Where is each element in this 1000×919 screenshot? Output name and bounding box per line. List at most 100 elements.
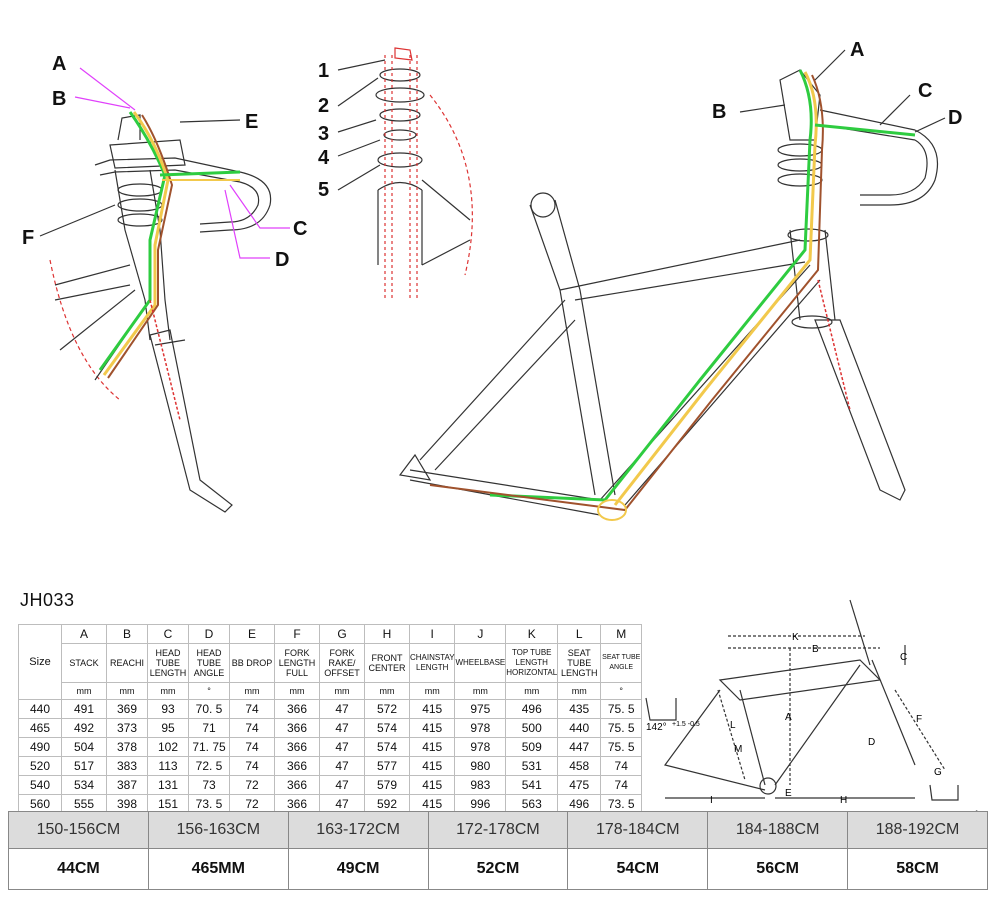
size-cell: 540 — [18, 775, 62, 795]
table-cell: 555 — [61, 794, 107, 814]
geometry-table: Size A B C D E F G H I J K L M STACK REA… — [18, 624, 643, 833]
left-callout-f: F — [22, 227, 34, 249]
header-chainstay: CHAINSTAY LENGTH — [408, 643, 456, 683]
table-cell: 47 — [319, 699, 365, 719]
unit: mm — [61, 682, 107, 700]
table-cell: 95 — [147, 718, 189, 738]
unit: ° — [600, 682, 643, 700]
geo-label-l: L — [730, 720, 736, 731]
unit: mm — [505, 682, 559, 700]
table-cell: 415 — [408, 718, 456, 738]
header-seat-tube-angle: SEAT TUBE ANGLE — [600, 643, 643, 683]
table-cell: 74 — [600, 775, 643, 795]
table-cell: 47 — [319, 756, 365, 776]
frame-size: 54CM — [567, 848, 709, 890]
header-front-center: FRONT CENTER — [364, 643, 410, 683]
height-range: 188-192CM — [847, 811, 988, 849]
left-cockpit-diagram — [39, 67, 290, 513]
header-fork-rake: FORK RAKE/ OFFSET — [319, 643, 365, 683]
size-header: Size — [18, 624, 62, 700]
table-cell: 415 — [408, 756, 456, 776]
table-cell: 73. 5 — [600, 794, 643, 814]
size-cell: 520 — [18, 756, 62, 776]
frame-size-row: 44CM 465MM 49CM 52CM 54CM 56CM 58CM — [8, 848, 988, 890]
table-cell: 373 — [106, 718, 148, 738]
table-cell: 366 — [274, 737, 320, 757]
table-cell: 47 — [319, 775, 365, 795]
header-wheelbase: WHEELBASE — [454, 643, 507, 683]
table-cell: 500 — [505, 718, 559, 738]
left-callout-c: C — [293, 218, 307, 240]
geo-angle-tolerance: +1.5 -0.5 — [672, 721, 700, 728]
letter-a: A — [61, 624, 107, 644]
table-cell: 531 — [505, 756, 559, 776]
table-cell: 383 — [106, 756, 148, 776]
size-cell: 560 — [18, 794, 62, 814]
table-cell: 74 — [600, 756, 643, 776]
letter-e: E — [229, 624, 275, 644]
table-cell: 72. 5 — [188, 756, 230, 776]
unit: mm — [408, 682, 456, 700]
geo-angle-label: 142° — [646, 722, 667, 733]
table-cell: 517 — [61, 756, 107, 776]
size-cell: 440 — [18, 699, 62, 719]
table-cell: 572 — [364, 699, 410, 719]
letter-m: M — [600, 624, 643, 644]
geo-label-k: K — [792, 632, 799, 643]
table-cell: 75. 5 — [600, 699, 643, 719]
table-cell: 366 — [274, 756, 320, 776]
table-cell: 93 — [147, 699, 189, 719]
header-bb-drop: BB DROP — [229, 643, 275, 683]
headset-callout-4: 4 — [318, 147, 330, 169]
table-cell: 387 — [106, 775, 148, 795]
left-callout-a: A — [52, 53, 66, 75]
height-row: 150-156CM 156-163CM 163-172CM 172-178CM … — [8, 811, 988, 849]
table-cell: 509 — [505, 737, 559, 757]
table-cell: 415 — [408, 775, 456, 795]
geo-label-a: A — [785, 712, 792, 723]
table-cell: 978 — [454, 737, 507, 757]
table-cell: 113 — [147, 756, 189, 776]
geo-label-f: F — [916, 714, 922, 725]
table-cell: 72 — [229, 794, 275, 814]
letter-l: L — [557, 624, 602, 644]
table-cell: 47 — [319, 737, 365, 757]
right-callout-d: D — [948, 107, 962, 129]
letter-k: K — [505, 624, 559, 644]
letter-f: F — [274, 624, 320, 644]
table-cell: 458 — [557, 756, 602, 776]
letter-g: G — [319, 624, 365, 644]
size-cell: 465 — [18, 718, 62, 738]
header-stack: STACK — [61, 643, 107, 683]
left-callout-d: D — [275, 249, 289, 271]
unit: mm — [147, 682, 189, 700]
table-cell: 980 — [454, 756, 507, 776]
table-cell: 75. 5 — [600, 718, 643, 738]
geo-label-g: G — [934, 767, 942, 778]
model-name: JH033 — [20, 590, 75, 610]
table-cell: 975 — [454, 699, 507, 719]
unit: mm — [229, 682, 275, 700]
table-cell: 378 — [106, 737, 148, 757]
table-cell: 73. 5 — [188, 794, 230, 814]
header-head-tube-angle: HEAD TUBE ANGLE — [188, 643, 230, 683]
unit: ° — [188, 682, 230, 700]
routing-diagrams: A B E F C D 1 2 3 4 5 — [22, 39, 962, 521]
table-cell: 574 — [364, 737, 410, 757]
table-cell: 71. 75 — [188, 737, 230, 757]
table-cell: 983 — [454, 775, 507, 795]
table-cell: 74 — [229, 718, 275, 738]
left-callout-e: E — [245, 111, 258, 133]
unit: mm — [557, 682, 602, 700]
geo-label-h: H — [840, 795, 847, 806]
table-cell: 475 — [557, 775, 602, 795]
unit: mm — [364, 682, 410, 700]
frame-size: 49CM — [287, 848, 429, 890]
geo-label-b: B — [812, 644, 819, 655]
unit: mm — [274, 682, 320, 700]
